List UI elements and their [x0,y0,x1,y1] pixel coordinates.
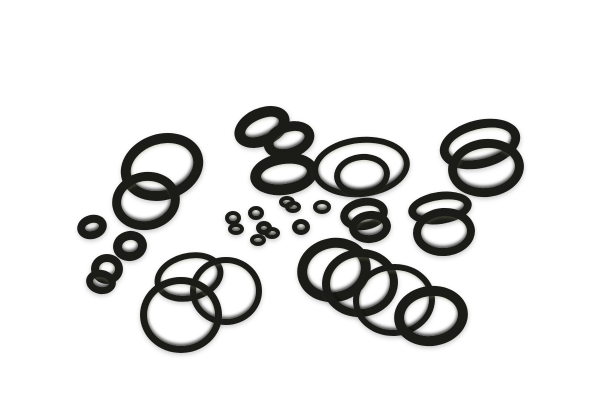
o-ring-tiny-ring-4 [250,234,266,246]
o-ring-left-small-donut-1 [74,211,110,243]
o-ring-center-top-ring-3 [247,148,321,200]
o-ring-tiny-ring-9 [292,219,310,235]
o-ring-bottom-left-thin-ring-3 [140,277,222,353]
o-ring-tiny-ring-6 [264,227,280,239]
o-ring-left-small-donut-3 [91,254,123,284]
o-ring-tiny-ring-3 [248,206,264,220]
o-ring-tiny-ring-10 [313,200,331,214]
o-ring-tiny-ring-2 [228,223,244,235]
o-ring-tiny-ring-8 [285,201,301,213]
